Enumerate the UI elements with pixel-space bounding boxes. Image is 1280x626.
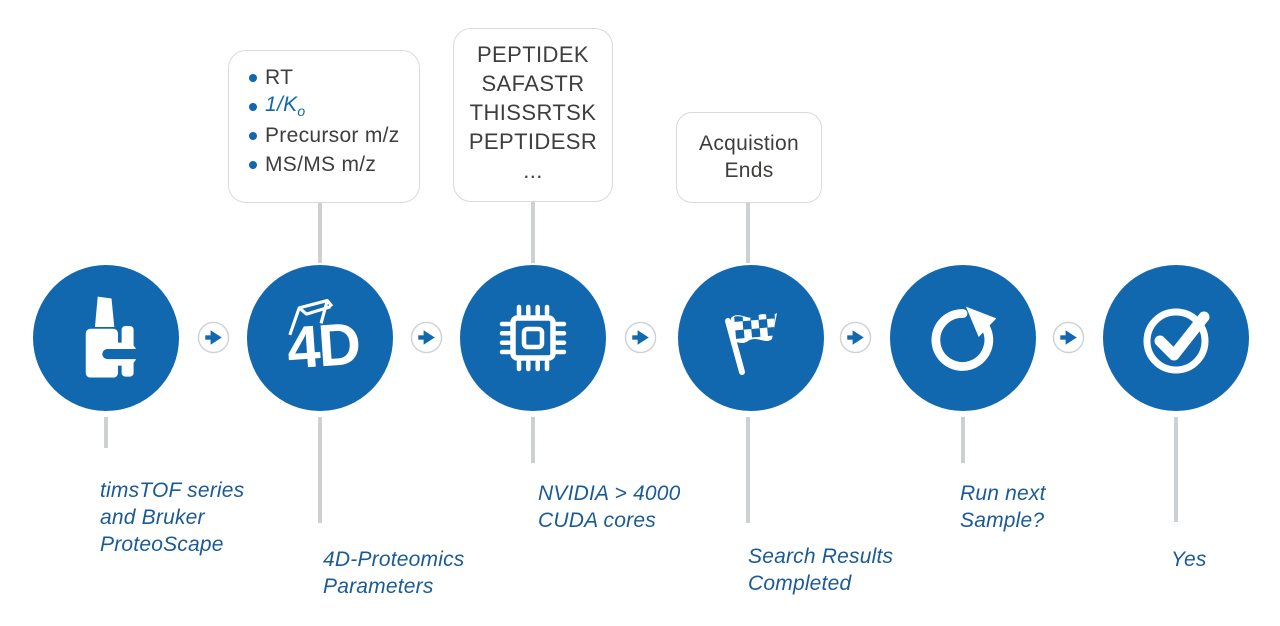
step-label-instrument: timsTOF series and Bruker ProteoScape [100,479,245,556]
mass-spectrometer-icon [85,296,143,378]
parameters-callout: RT 1/Ko Precursor m/z MS/MS m/z [228,50,420,203]
step-circle-restart [890,265,1036,411]
step-circle-finish [678,265,824,411]
connector-line [746,203,750,263]
peptide-sequence: THISSRTSK [469,100,597,125]
connector-line [104,417,108,448]
step-label-results: Search Results Completed [748,545,894,595]
connector-line [318,203,322,263]
parameter-label: Precursor m/z [265,123,400,147]
arrow-icon [839,321,872,354]
connector-line [318,417,322,523]
step-label-gpu: NVIDIA > 4000 CUDA cores [538,482,681,532]
acquisition-ends-callout: Acquistion Ends [676,112,822,203]
step-circle-gpu [460,265,606,411]
step-circle-done [1103,265,1249,411]
4d-cube-icon: 4D [285,299,361,382]
connector-line [531,202,535,263]
bullet-icon [249,102,257,111]
connector-line [1174,417,1178,522]
connector-line [746,417,750,523]
svg-text:4D: 4D [285,310,361,382]
arrow-icon [197,321,230,354]
parameter-item: Precursor m/z [249,121,419,150]
bullet-icon [249,73,257,82]
gpu-chip-icon [499,304,567,372]
step-circle-instrument [33,265,179,411]
arrow-icon [410,321,443,354]
step-label-next-sample: Run next Sample? [960,482,1046,532]
step-circle-4d: 4D [247,265,393,411]
step-label-yes: Yes [1171,548,1207,571]
restart-arrow-icon [931,306,997,371]
checkered-flag-icon [725,310,779,375]
step-label-parameters: 4D-Proteomics Parameters [323,548,465,598]
parameter-item: 1/Ko [249,92,419,121]
checkmark-icon [1143,308,1210,374]
peptide-sequence: PEPTIDESR [468,129,598,154]
bullet-icon [249,160,257,169]
arrow-icon [624,321,657,354]
peptide-ellipsis: ... [523,158,543,183]
peptide-list-callout: PEPTIDEK SAFASTR THISSRTSK PEPTIDESR ... [453,28,613,202]
bullet-icon [249,131,257,140]
peptide-sequence: SAFASTR [481,71,585,96]
parameter-item: RT [249,63,419,92]
parameter-label: 1/Ko [265,93,306,120]
connector-line [961,417,965,463]
arrow-icon [1052,321,1085,354]
callout-text: Acquistion [699,132,799,155]
peptide-sequence: PEPTIDEK [476,42,589,67]
parameter-label: RT [265,65,294,89]
callout-text: Ends [724,159,774,182]
parameter-label: MS/MS m/z [265,152,377,176]
parameter-item: MS/MS m/z [249,150,419,179]
connector-line [531,417,535,463]
